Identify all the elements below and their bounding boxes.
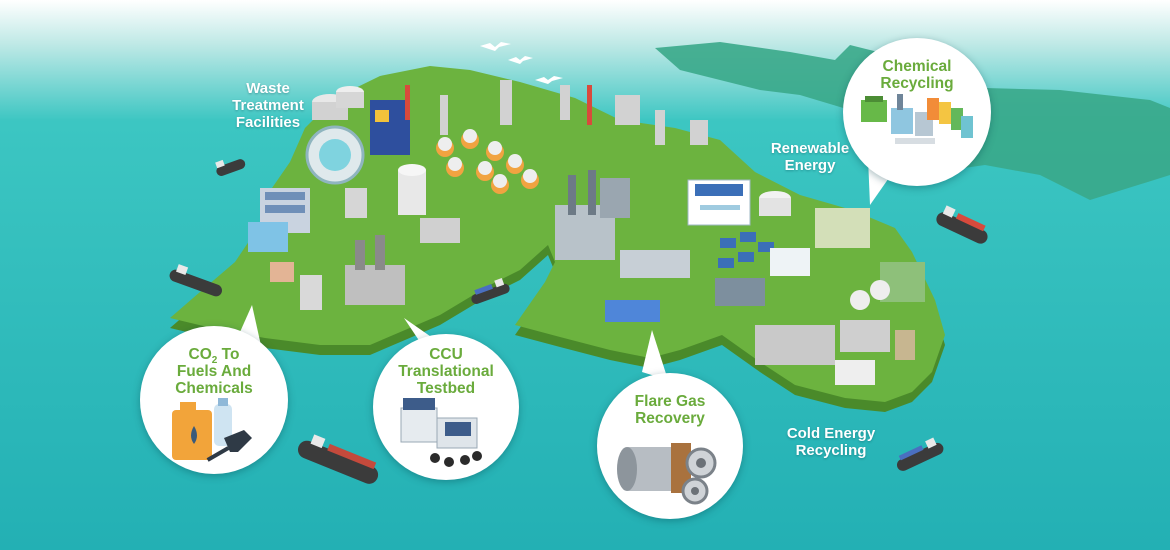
birds	[480, 42, 563, 84]
recycling-plant-icon	[861, 94, 973, 144]
co2-subscript: 2	[211, 355, 218, 367]
chemical-recycling-title: Chemical Recycling	[880, 58, 954, 92]
facilities	[248, 80, 925, 385]
label-cold-energy-recycling: Cold Energy Recycling	[786, 425, 876, 459]
co2-title: CO2 To	[140, 346, 288, 367]
fuel-can-icon	[172, 398, 252, 462]
bubble-flare-gas-recovery: Flare Gas Recovery	[597, 373, 743, 519]
bubble-ccu-testbed: CCU Translational Testbed	[373, 334, 519, 480]
flare-gas-title: Flare Gas Recovery	[634, 393, 706, 427]
co2-subtitle: Fuels And Chemicals	[175, 363, 253, 397]
co2-prefix: CO	[188, 346, 212, 363]
bubble-co2-to-fuels: CO2 To Fuels And Chemicals	[140, 326, 288, 474]
ships	[169, 159, 988, 484]
compressor-icon	[617, 443, 717, 505]
co2-suffix: To	[217, 346, 240, 363]
testbed-icon	[400, 398, 482, 467]
bubble-chemical-recycling: Chemical Recycling	[843, 38, 991, 186]
ccu-title: CCU Translational Testbed	[398, 346, 494, 397]
label-renewable-energy: Renewable Energy	[770, 140, 850, 174]
label-waste-treatment: Waste Treatment Facilities	[232, 80, 304, 131]
